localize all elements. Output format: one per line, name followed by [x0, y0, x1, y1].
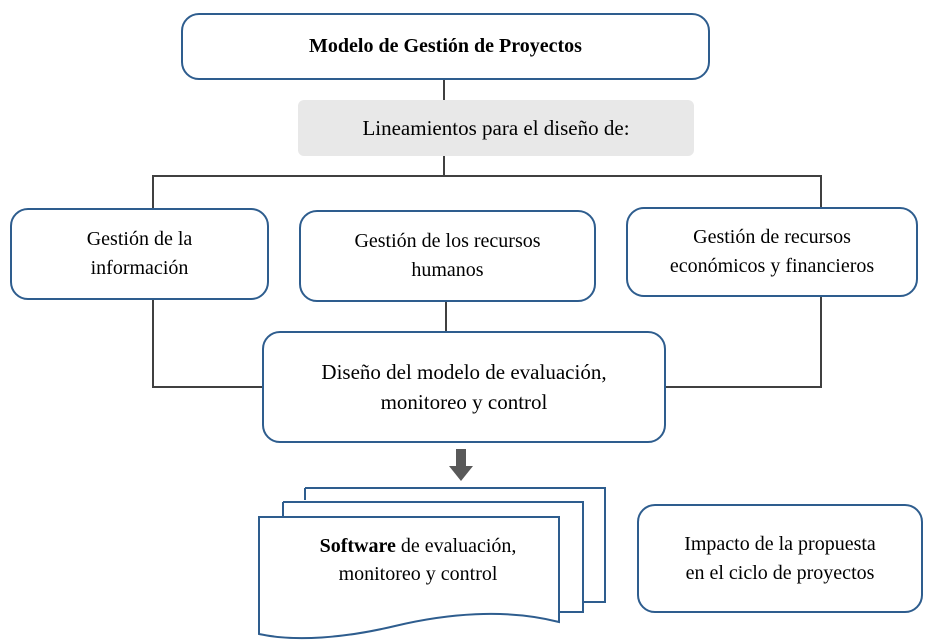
- box-gestion-informacion-line2: información: [90, 257, 189, 279]
- box-gestion-informacion: Gestión de la información: [10, 208, 269, 300]
- box-impacto-line2: en el ciclo de proyectos: [685, 561, 875, 584]
- box-gestion-recursos-humanos-line1: Gestión de los recursos: [354, 230, 541, 252]
- box-gestion-informacion-line1: Gestión de la: [86, 228, 193, 250]
- box-diseno-modelo: Diseño del modelo de evaluación, monitor…: [262, 331, 666, 443]
- box-gestion-recursos-economicos: Gestión de recursos económicos y financi…: [626, 207, 918, 297]
- box-diseno-modelo-line2: monitoreo y control: [380, 390, 548, 414]
- box-gestion-recursos-humanos: Gestión de los recursos humanos: [299, 210, 596, 302]
- lineamientos-label: Lineamientos para el diseño de:: [298, 100, 694, 156]
- box-gestion-recursos-humanos-line2: humanos: [411, 259, 484, 281]
- connector-left-to-diseno: [152, 300, 262, 388]
- multidocument-shape: [258, 487, 606, 640]
- title-box: Modelo de Gestión de Proyectos: [181, 13, 710, 80]
- down-arrow-icon: [449, 449, 473, 481]
- lineamientos-text: Lineamientos para el diseño de:: [362, 115, 630, 140]
- software-bold-word: Software: [319, 535, 396, 557]
- box-impacto-line1: Impacto de la propuesta: [684, 532, 876, 555]
- box-impacto: Impacto de la propuesta en el ciclo de p…: [637, 504, 923, 613]
- connector-right-to-diseno: [666, 297, 822, 388]
- software-line1-rest: de evaluación,: [395, 535, 517, 557]
- box-diseno-modelo-line1: Diseño del modelo de evaluación,: [321, 360, 607, 384]
- box-gestion-recursos-economicos-line2: económicos y financieros: [669, 255, 875, 277]
- box-gestion-recursos-economicos-line1: Gestión de recursos: [693, 226, 851, 248]
- software-line2: monitoreo y control: [338, 563, 498, 585]
- document-page-front: [258, 516, 560, 640]
- software-text: Software de evaluación, monitoreo y cont…: [280, 532, 556, 588]
- title-text: Modelo de Gestión de Proyectos: [309, 35, 582, 57]
